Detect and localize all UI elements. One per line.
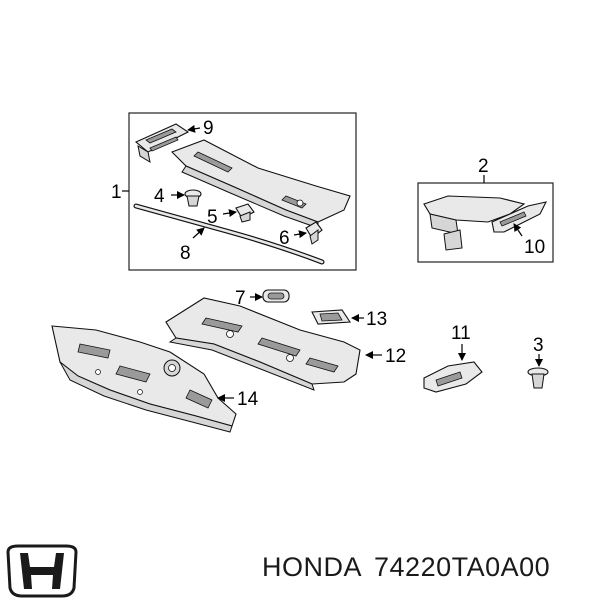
part-7-grommet	[262, 289, 290, 303]
part-6-clip	[305, 221, 323, 245]
callout-13: 13	[366, 309, 387, 330]
part-11-bracket	[423, 361, 483, 393]
part-number: 74220TA0A00	[374, 552, 551, 582]
callout-6: 6	[279, 228, 290, 249]
callout-5: 5	[207, 207, 218, 228]
callout-11: 11	[451, 323, 471, 344]
leader-8	[192, 227, 205, 239]
callout-1: 1	[111, 182, 122, 203]
callout-8: 8	[180, 243, 191, 264]
callout-7: 7	[235, 288, 246, 309]
callout-9: 9	[203, 118, 214, 139]
part-9-vent	[134, 123, 190, 164]
callout-10: 10	[524, 237, 545, 258]
part-5-clip	[235, 203, 255, 223]
part-12-cowl-lower	[165, 297, 361, 391]
callout-2: 2	[478, 156, 489, 177]
leader-9	[187, 124, 201, 133]
leader-5	[222, 209, 237, 218]
honda-logo-icon	[6, 544, 78, 598]
callout-4: 4	[154, 186, 165, 207]
part-2-cowl-assembly	[423, 195, 548, 251]
callout-3: 3	[533, 335, 544, 356]
leader-6	[293, 230, 307, 239]
part-3-clip	[527, 367, 549, 389]
group-box-2	[417, 182, 554, 263]
part-4-clip	[184, 189, 202, 207]
callout-12: 12	[385, 346, 406, 367]
leader-10	[513, 223, 523, 237]
part-1-cowl-top	[171, 139, 351, 229]
part-caption: HONDA 74220TA0A00	[262, 552, 562, 583]
part-14-dashboard	[51, 325, 237, 433]
part-13-plate	[311, 309, 351, 325]
brand-name: HONDA	[262, 552, 363, 582]
callout-14: 14	[237, 389, 259, 410]
